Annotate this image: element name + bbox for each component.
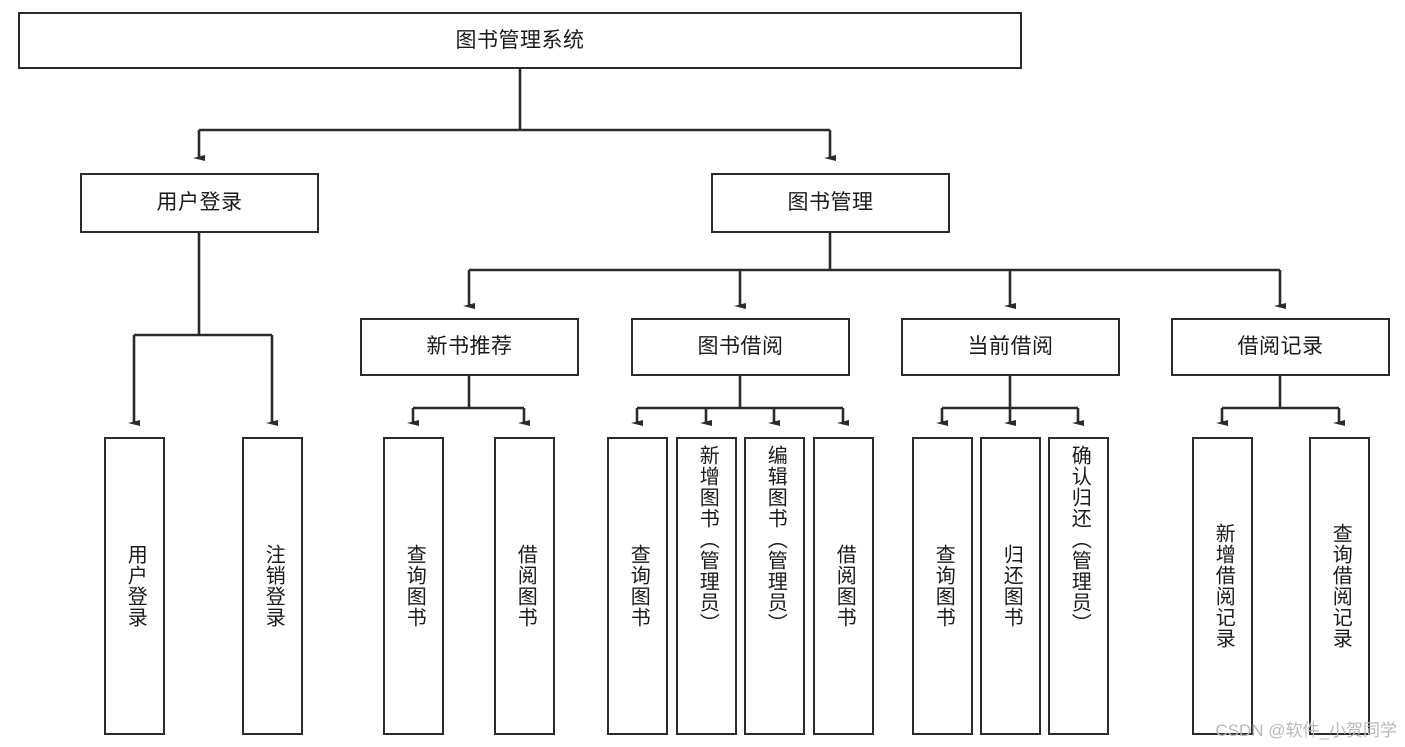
node-user-login-label: 用户登录 <box>156 191 243 215</box>
node-book-borrow-label: 图书借阅 <box>697 335 784 359</box>
watermark-text: CSDN @软件_小贺同学 <box>1215 721 1397 740</box>
leaf-confirm-return-admin[interactable]: 确认归还（管理员） <box>1048 437 1109 735</box>
leaf-return-book[interactable]: 归还图书 <box>980 437 1041 735</box>
leaf-query-book-borrow-label: 查询图书 <box>627 544 650 628</box>
node-root-label: 图书管理系统 <box>455 28 585 52</box>
leaf-edit-book-admin-label: 编辑图书（管理员） <box>764 445 787 634</box>
node-borrow-record-label: 借阅记录 <box>1237 335 1324 359</box>
leaf-borrow-book-recommend[interactable]: 借阅图书 <box>494 437 555 735</box>
leaf-add-borrow-record[interactable]: 新增借阅记录 <box>1192 437 1253 735</box>
node-book-management-label: 图书管理 <box>787 191 874 215</box>
leaf-query-book-recommend[interactable]: 查询图书 <box>383 437 444 735</box>
leaf-query-book-current-label: 查询图书 <box>932 544 955 628</box>
leaf-logout[interactable]: 注销登录 <box>242 437 303 735</box>
node-user-login[interactable]: 用户登录 <box>80 173 319 233</box>
leaf-add-borrow-record-label: 新增借阅记录 <box>1212 523 1235 649</box>
leaf-user-login[interactable]: 用户登录 <box>104 437 165 735</box>
node-current-borrow[interactable]: 当前借阅 <box>901 318 1120 376</box>
leaf-add-book-admin-label: 新增图书（管理员） <box>696 445 719 634</box>
node-book-borrow[interactable]: 图书借阅 <box>631 318 850 376</box>
leaf-user-login-label: 用户登录 <box>124 544 147 628</box>
leaf-confirm-return-admin-label: 确认归还（管理员） <box>1068 445 1091 634</box>
node-book-management[interactable]: 图书管理 <box>711 173 950 233</box>
node-current-borrow-label: 当前借阅 <box>967 335 1054 359</box>
node-root[interactable]: 图书管理系统 <box>18 12 1022 69</box>
node-new-book-recommend-label: 新书推荐 <box>426 335 513 359</box>
leaf-query-book-recommend-label: 查询图书 <box>403 544 426 628</box>
leaf-add-book-admin[interactable]: 新增图书（管理员） <box>676 437 737 735</box>
leaf-borrow-book-label: 借阅图书 <box>833 544 856 628</box>
leaf-edit-book-admin[interactable]: 编辑图书（管理员） <box>744 437 805 735</box>
leaf-borrow-book[interactable]: 借阅图书 <box>813 437 874 735</box>
leaf-query-borrow-record[interactable]: 查询借阅记录 <box>1309 437 1370 735</box>
leaf-query-borrow-record-label: 查询借阅记录 <box>1329 523 1352 649</box>
leaf-logout-label: 注销登录 <box>262 544 285 628</box>
leaf-query-book-current[interactable]: 查询图书 <box>912 437 973 735</box>
leaf-query-book-borrow[interactable]: 查询图书 <box>607 437 668 735</box>
node-borrow-record[interactable]: 借阅记录 <box>1171 318 1390 376</box>
node-new-book-recommend[interactable]: 新书推荐 <box>360 318 579 376</box>
leaf-borrow-book-recommend-label: 借阅图书 <box>514 544 537 628</box>
leaf-return-book-label: 归还图书 <box>1000 544 1023 628</box>
